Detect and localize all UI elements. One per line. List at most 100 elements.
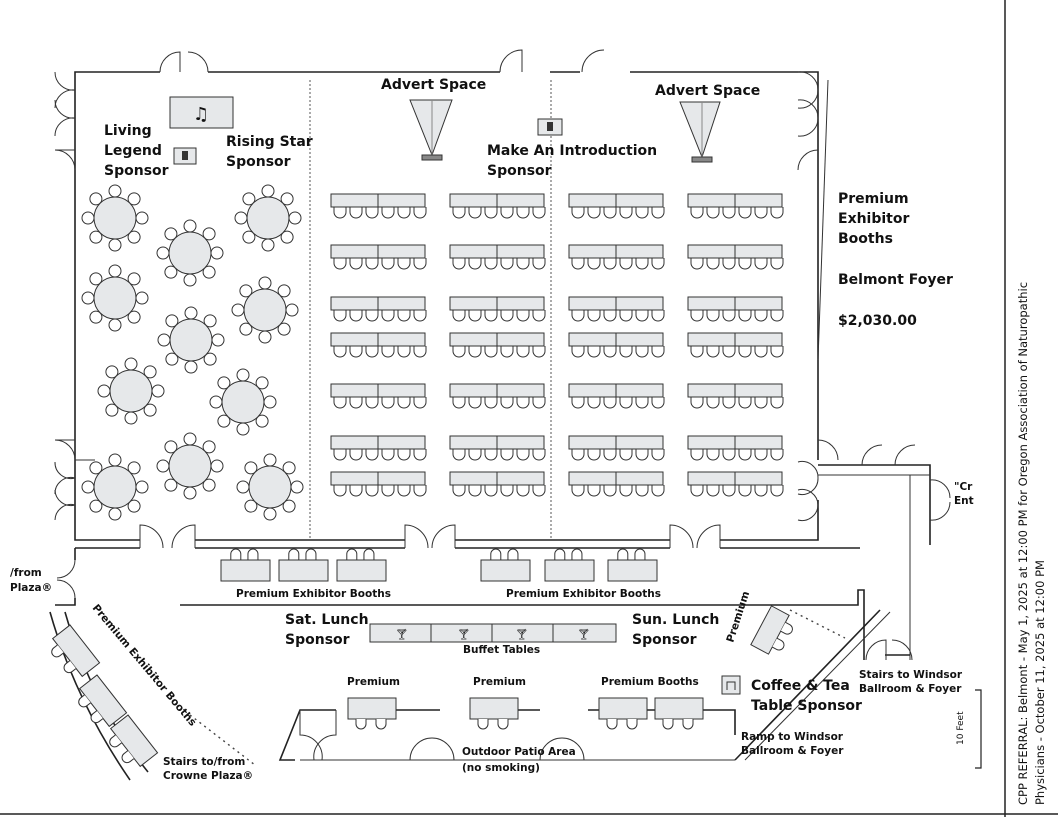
make-intro-1: Make An Introduction <box>487 143 657 159</box>
chair <box>780 621 793 635</box>
chair <box>754 397 768 409</box>
classroom-tables <box>330 193 784 497</box>
chair <box>770 207 784 219</box>
chair <box>754 346 768 358</box>
chair <box>285 303 299 317</box>
chair <box>333 449 347 461</box>
chair <box>635 207 649 219</box>
chair <box>532 485 546 497</box>
chair <box>452 310 466 322</box>
table-top <box>109 714 159 768</box>
doors <box>54 49 951 761</box>
chair <box>255 376 269 390</box>
table-top <box>330 332 379 347</box>
chair <box>239 284 253 298</box>
table-top <box>654 697 704 720</box>
chair <box>651 258 665 270</box>
stairs-windsor-1: Stairs to Windsor <box>859 669 963 681</box>
chair <box>280 230 294 244</box>
table-top <box>615 193 664 208</box>
chair <box>706 207 720 219</box>
chair <box>706 310 720 322</box>
chair <box>738 397 752 409</box>
patio-1: Outdoor Patio Area <box>462 746 576 758</box>
chair <box>121 750 135 764</box>
chair <box>258 276 272 290</box>
chair <box>484 310 498 322</box>
chair <box>135 211 149 225</box>
chair <box>381 449 395 461</box>
table-top <box>734 471 783 486</box>
classroom-table-pair <box>330 193 427 219</box>
booth <box>480 548 531 582</box>
table-top <box>93 276 137 320</box>
round-table <box>234 184 302 252</box>
chair <box>109 734 123 748</box>
chair <box>105 403 119 417</box>
table-top <box>598 697 648 720</box>
coffee-1: Coffee & Tea <box>751 678 850 694</box>
chair <box>365 207 379 219</box>
chair <box>468 397 482 409</box>
table-top <box>687 435 736 450</box>
chair <box>690 485 704 497</box>
table-top <box>496 244 545 259</box>
table-top <box>449 435 498 450</box>
table-top <box>377 296 426 311</box>
chair <box>375 719 387 730</box>
booth <box>544 548 595 582</box>
chair <box>682 719 694 730</box>
chair <box>217 376 231 390</box>
table-top <box>496 435 545 450</box>
table-top <box>220 559 271 582</box>
chair <box>349 397 363 409</box>
booth <box>51 624 101 678</box>
classroom-table-pair <box>568 244 665 270</box>
chair <box>164 440 178 454</box>
chair <box>634 548 646 560</box>
chair <box>151 384 165 398</box>
chair <box>108 264 122 278</box>
chair <box>333 258 347 270</box>
classroom-table-pair <box>330 471 427 497</box>
chair <box>333 485 347 497</box>
chair <box>156 246 170 260</box>
chair <box>164 227 178 241</box>
chair <box>516 485 530 497</box>
chair <box>571 485 585 497</box>
classroom-table-pair <box>568 383 665 409</box>
table-top <box>109 369 153 413</box>
table-top <box>687 471 736 486</box>
table-top <box>687 296 736 311</box>
chair <box>603 310 617 322</box>
chair <box>263 395 277 409</box>
chair <box>127 461 141 475</box>
table-top <box>377 435 426 450</box>
classroom-table-pair <box>568 435 665 461</box>
from-plaza-2: Plaza® <box>10 582 52 594</box>
premium-label-2: Premium <box>473 676 526 688</box>
round-table <box>231 276 299 344</box>
chair <box>89 230 103 244</box>
table-top <box>734 296 783 311</box>
chair <box>413 346 427 358</box>
chair <box>484 346 498 358</box>
classroom-table-pair <box>687 435 784 461</box>
table-top <box>330 296 379 311</box>
chair <box>635 346 649 358</box>
chair <box>81 291 95 305</box>
classroom-table-pair <box>568 332 665 358</box>
round-table <box>81 184 149 252</box>
chair <box>124 357 138 371</box>
table-top <box>687 383 736 398</box>
chair <box>365 397 379 409</box>
table-top <box>496 296 545 311</box>
chair <box>722 207 736 219</box>
chair <box>477 719 489 730</box>
chair <box>349 485 363 497</box>
premium-booths-label: Premium Booths <box>601 676 699 688</box>
wine-glass-icon: 🍸︎ <box>457 628 471 641</box>
chair <box>738 449 752 461</box>
table-top <box>330 471 379 486</box>
